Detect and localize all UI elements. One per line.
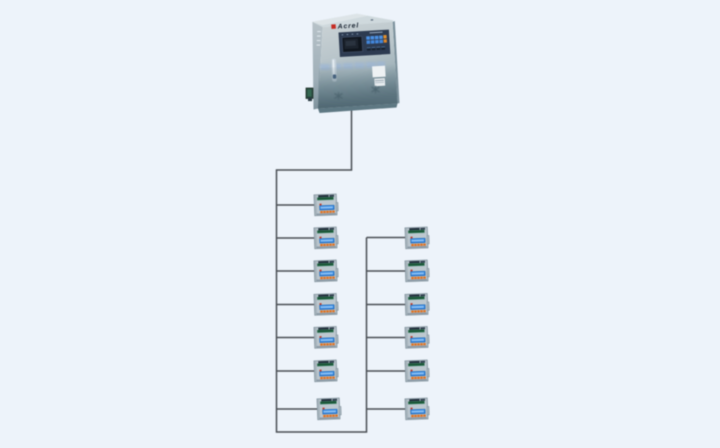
svg-text:Acrel: Acrel [337,22,360,30]
